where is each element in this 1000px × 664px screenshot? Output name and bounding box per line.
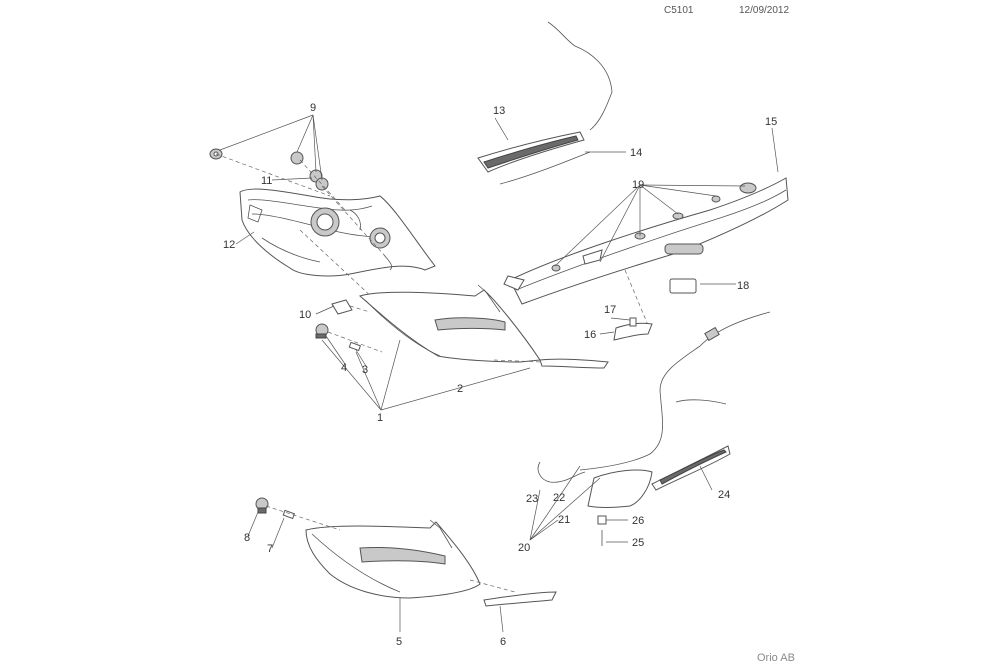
callout-9: 9 <box>310 102 316 114</box>
bulb-holder-icon <box>315 323 329 339</box>
callout-23: 23 <box>526 493 538 505</box>
callout-11: 11 <box>261 175 272 187</box>
lamp-trim-strip <box>539 358 609 369</box>
callout-4: 4 <box>341 362 347 374</box>
callout-2: 2 <box>457 383 463 395</box>
connector-icon <box>704 326 720 342</box>
callout-6: 6 <box>500 636 506 648</box>
callout-19: 19 <box>632 179 644 191</box>
callout-18: 18 <box>737 280 749 292</box>
callout-24: 24 <box>718 489 730 501</box>
callout-3: 3 <box>362 364 368 376</box>
callout-12: 12 <box>223 239 235 251</box>
brake-light-icon <box>587 445 731 508</box>
callout-21: 21 <box>558 514 570 526</box>
callout-8: 8 <box>244 532 250 544</box>
clip-icon <box>629 317 637 327</box>
callout-17: 17 <box>604 304 616 316</box>
bracket-icon <box>331 299 353 315</box>
brake-light-icon <box>477 131 585 173</box>
callout-13: 13 <box>493 105 505 117</box>
callout-1: 1 <box>377 412 383 424</box>
grommet-icon <box>551 182 757 272</box>
callout-22: 22 <box>553 492 565 504</box>
publisher-mark: Orio AB <box>757 652 795 664</box>
trim-panel-icon <box>503 177 789 305</box>
lamp-housing-assembly <box>239 188 436 277</box>
screw-icon <box>597 515 607 546</box>
callout-16: 16 <box>584 329 596 341</box>
callout-10: 10 <box>299 309 311 321</box>
tail-lamp-icon <box>358 284 541 363</box>
callout-15: 15 <box>765 116 777 128</box>
callout-5: 5 <box>396 636 402 648</box>
callout-7: 7 <box>267 543 273 555</box>
callout-14: 14 <box>630 147 642 159</box>
tail-lamp-icon <box>305 519 481 599</box>
bulb-holder-icon <box>255 497 269 514</box>
callout-25: 25 <box>632 537 644 549</box>
bracket-icon <box>613 322 653 341</box>
diagram-code: C5101 <box>664 5 694 16</box>
callout-20: 20 <box>518 542 530 554</box>
bulb-icon <box>348 341 362 352</box>
lamp-trim-strip <box>483 591 557 607</box>
callout-26: 26 <box>632 515 644 527</box>
diagram-date: 12/09/2012 <box>739 5 789 16</box>
